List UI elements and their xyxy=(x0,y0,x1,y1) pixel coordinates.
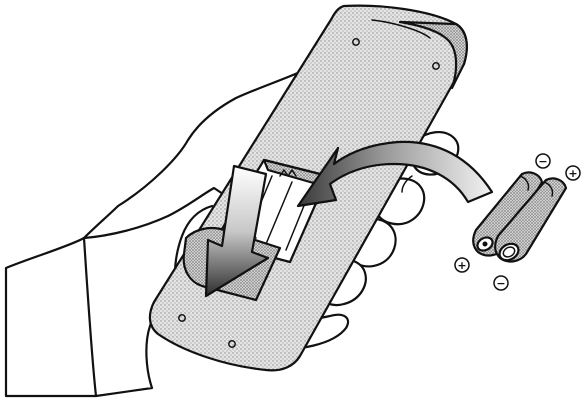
svg-text:+: + xyxy=(568,167,577,180)
polarity-minus-left-icon: − xyxy=(536,154,550,168)
polarity-plus-left-icon: + xyxy=(455,258,469,272)
svg-text:−: − xyxy=(496,277,505,290)
polarity-plus-right-icon: + xyxy=(566,166,580,180)
svg-text:+: + xyxy=(457,259,466,272)
polarity-minus-right-icon: − xyxy=(494,276,508,290)
svg-text:−: − xyxy=(538,155,547,168)
